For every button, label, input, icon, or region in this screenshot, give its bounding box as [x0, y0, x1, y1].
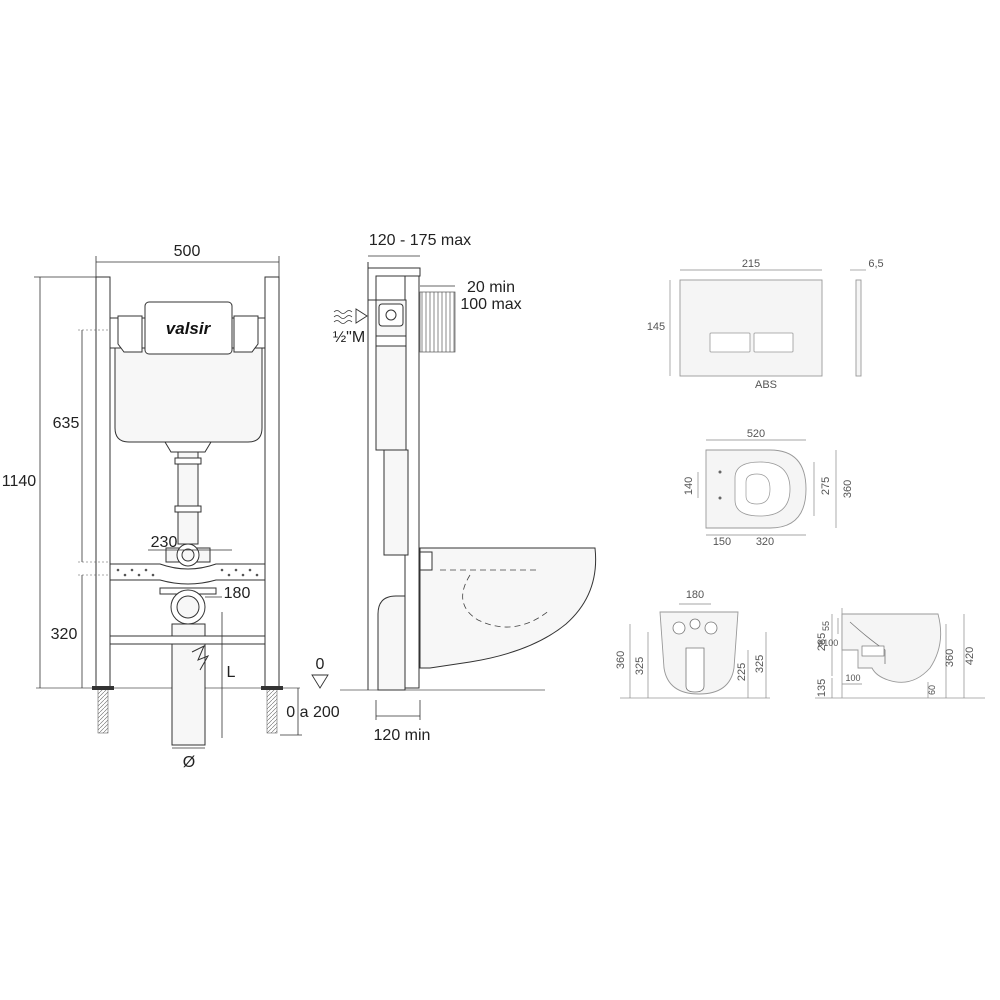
flush-plate-view: 215 6,5 145 ABS — [647, 258, 884, 391]
front-inlet-center — [689, 618, 701, 630]
dim-label-pipe-spacing: 230 — [151, 534, 178, 551]
zero-level-triangle — [311, 674, 329, 689]
dim-label-front-h3: 225 — [736, 663, 748, 681]
bowl-top-seat — [734, 461, 791, 517]
right-upright — [264, 276, 280, 689]
side-toilet-bowl — [419, 547, 597, 669]
left-corner-bracket — [117, 315, 143, 353]
dim-label-gap-min: 20 min — [467, 279, 515, 296]
dim-label-side-h1: 285 — [816, 633, 828, 651]
dim-label-front-h1: 360 — [615, 651, 627, 669]
plate-material-label: ABS — [755, 379, 777, 391]
side-bowl-inner-dashed — [440, 569, 551, 628]
dim-label-front-h4: 325 — [754, 655, 766, 673]
right-corner-bracket — [233, 315, 259, 353]
dim-label-lower: 320 — [51, 626, 78, 643]
dim-label-adjust: 0 a 200 — [286, 704, 339, 721]
upper-crossbar — [109, 563, 266, 585]
dim-label-side-h2: 55 — [821, 621, 831, 631]
dim-label-hole-spacing: 140 — [683, 477, 695, 495]
right-foot-plate — [261, 686, 283, 690]
crossbar-holes — [116, 568, 259, 577]
clamp-detail — [191, 644, 210, 671]
dim-label-side-h4: 420 — [964, 647, 976, 665]
flush-button-left — [709, 332, 751, 353]
water-inlet-icon — [333, 310, 353, 324]
dim-label-side-w: 100 — [845, 673, 860, 683]
fixing-hole-bottom — [718, 496, 722, 500]
dim-label-outlet-diameter: Ø — [183, 754, 195, 771]
side-flush-pipe — [383, 449, 409, 556]
cistern-body — [114, 344, 263, 443]
fixing-hole-top — [718, 470, 722, 474]
lower-crossbar — [109, 635, 266, 645]
zero-level-label: 0 — [316, 656, 325, 673]
side-bowl-connector — [419, 551, 433, 571]
valsir-logo: valsir — [166, 319, 212, 338]
side-outlet-pipe — [377, 595, 406, 691]
elbow-connector-inner — [181, 548, 195, 562]
bowl-side-outline — [841, 613, 942, 683]
dim-label-side-h6: 60 — [927, 685, 937, 695]
bowl-front-view: 180 360 325 225 325 — [615, 589, 770, 699]
water-inlet-arrow — [355, 308, 368, 324]
dim-label-plate-thickness: 6,5 — [868, 258, 883, 270]
dim-label-bowl-w2: 360 — [842, 480, 854, 498]
left-upright — [95, 276, 111, 689]
dim-label-plate-height: 145 — [647, 321, 665, 333]
side-cistern-band — [375, 335, 407, 347]
bowl-side-outlet — [861, 645, 885, 657]
dim-label-bowl-d1: 150 — [713, 536, 731, 548]
side-top-bracket — [367, 267, 421, 301]
flush-pipe — [177, 451, 199, 545]
dim-label-min-depth: 120 min — [374, 727, 431, 744]
bowl-top-rim — [745, 473, 771, 505]
dim-label-side-dia: ø100 — [818, 638, 839, 648]
dim-label-side-h5: 135 — [816, 679, 828, 697]
frame-front-view: valsir 500 1140 — [2, 243, 340, 771]
dim-label-outlet-length: L — [227, 664, 236, 681]
left-foot — [97, 687, 109, 734]
dim-label-front-h2: 325 — [634, 657, 646, 675]
dim-label-height: 1140 — [2, 473, 37, 490]
flush-plate-profile — [855, 279, 862, 377]
dim-label-front-spacing: 180 — [686, 589, 704, 601]
trap-inner — [176, 595, 200, 619]
inlet-size-label: ½"M — [333, 329, 365, 346]
dim-label-width: 500 — [174, 243, 201, 260]
pipe-joint-1 — [174, 457, 202, 465]
wall-covering-hatch — [419, 291, 456, 353]
cistern-outlet — [164, 441, 212, 453]
front-outlet — [685, 647, 705, 693]
dim-label-bowl-length: 520 — [747, 428, 765, 440]
dim-label-plate-width: 215 — [742, 258, 760, 270]
side-valve-inlet — [385, 309, 397, 321]
pipe-joint-2 — [174, 505, 202, 513]
flush-plate — [679, 279, 823, 377]
bowl-top-view: 520 140 275 360 150 320 — [683, 428, 854, 548]
front-inlet-left — [672, 621, 686, 635]
flush-button-right — [753, 332, 794, 353]
bowl-side-view: 285 55 ø100 100 360 420 135 60 — [815, 608, 985, 699]
dim-label-bowl-w1: 275 — [820, 477, 832, 495]
bowl-side-inner — [849, 621, 886, 664]
dim-label-trap: 180 — [224, 585, 251, 602]
dim-label-side-h3: 360 — [944, 649, 956, 667]
left-foot-plate — [92, 686, 114, 690]
dim-label-gap-max: 100 max — [460, 296, 521, 313]
logo-panel — [144, 301, 233, 355]
frame-side-view: 120 - 175 max 20 min 100 max ½"M 120 min — [333, 232, 597, 744]
right-foot — [266, 687, 278, 734]
front-inlet-right — [704, 621, 718, 635]
dim-label-upper: 635 — [53, 415, 80, 432]
dim-label-bowl-d2: 320 — [756, 536, 774, 548]
dim-label-depth: 120 - 175 max — [369, 232, 471, 249]
